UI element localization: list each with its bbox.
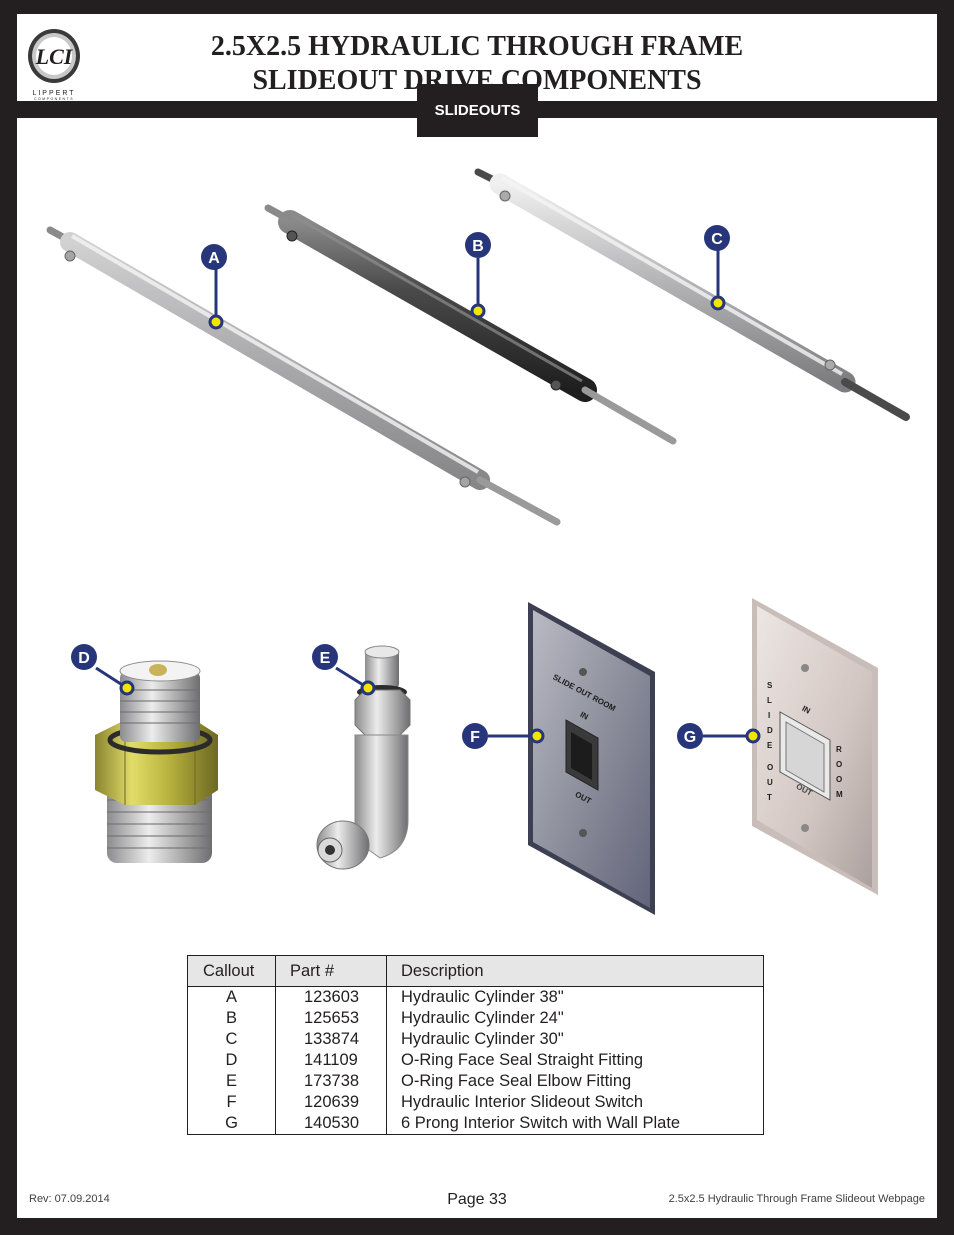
fitting-d — [95, 660, 218, 863]
cell-callout: F — [187, 1092, 276, 1113]
cell-part: 123603 — [275, 986, 387, 1008]
section-tab: SLIDEOUTS — [417, 84, 538, 137]
svg-text:COMPONENTS: COMPONENTS — [34, 97, 74, 100]
cell-callout: G — [187, 1113, 276, 1135]
document-name: 2.5x2.5 Hydraulic Through Frame Slideout… — [668, 1193, 925, 1205]
callout-g-label: G — [684, 729, 696, 746]
callout-b-label: B — [472, 238, 484, 255]
switch-g-letter: I — [768, 711, 770, 720]
switch-f: SLIDE OUT ROOM IN OUT — [528, 602, 655, 915]
header-part-number: Part # — [275, 955, 387, 987]
switch-g-letter: R — [836, 745, 842, 754]
svg-text:LIPPERT: LIPPERT — [32, 90, 75, 97]
cell-part: 120639 — [275, 1092, 387, 1113]
cell-description: Hydraulic Cylinder 24" — [386, 1008, 764, 1029]
callout-f-dot — [529, 728, 545, 744]
title-line-1: 2.5X2.5 HYDRAULIC THROUGH FRAME — [210, 31, 744, 62]
cell-callout: D — [187, 1050, 276, 1071]
callout-f-badge — [462, 723, 488, 749]
revision-date: Rev: 07.09.2014 — [29, 1193, 110, 1205]
callout-b-dot — [470, 303, 486, 319]
callout-f-label: F — [470, 729, 480, 746]
page-number: Page 33 — [447, 1191, 507, 1208]
cell-callout: E — [187, 1071, 276, 1092]
header-description: Description — [386, 955, 764, 987]
cell-part: 140530 — [275, 1113, 387, 1135]
cell-callout: A — [187, 986, 276, 1008]
cylinder-a — [46, 226, 561, 526]
callout-d-badge — [71, 644, 97, 670]
switch-g: IN OUT S L I D E O U T R O O M — [752, 598, 878, 895]
cell-description: O-Ring Face Seal Elbow Fitting — [386, 1071, 764, 1092]
header-bar: LCI LIPPERT COMPONENTS 2.5X2.5 HYDRAULIC… — [17, 14, 937, 101]
switch-g-letter: S — [767, 681, 773, 690]
cell-description: Hydraulic Interior Slideout Switch — [386, 1092, 764, 1113]
switch-g-letter: O — [836, 760, 842, 769]
switch-g-letter: E — [767, 741, 773, 750]
header-callout: Callout — [187, 955, 276, 987]
switch-g-letter: M — [836, 790, 843, 799]
switch-g-letter: U — [767, 778, 773, 787]
cell-description: O-Ring Face Seal Straight Fitting — [386, 1050, 764, 1071]
cylinder-b — [264, 204, 677, 445]
callout-a-dot — [208, 314, 224, 330]
callout-g-dot — [745, 728, 761, 744]
callout-b-badge — [465, 232, 491, 258]
switch-g-in: IN — [801, 704, 812, 716]
table-header-row: Callout Part # Description — [187, 955, 764, 987]
svg-text:LCI: LCI — [35, 44, 74, 69]
callout-a-label: A — [208, 250, 220, 267]
callout-e-dot — [360, 680, 376, 696]
cell-description: Hydraulic Cylinder 38" — [386, 986, 764, 1008]
callout-c-label: C — [711, 231, 723, 248]
cell-part: 133874 — [275, 1029, 387, 1050]
callout-c-dot — [710, 295, 726, 311]
cell-description: 6 Prong Interior Switch with Wall Plate — [386, 1113, 764, 1135]
switch-f-in: IN — [579, 710, 590, 722]
switch-g-letter: L — [767, 696, 772, 705]
callout-d-label: D — [78, 650, 90, 667]
switch-g-letter: T — [767, 793, 772, 802]
lippert-logo: LCI LIPPERT COMPONENTS — [28, 29, 80, 100]
cylinder-c — [474, 168, 910, 421]
switch-g-letter: O — [767, 763, 773, 772]
callout-d-dot — [119, 680, 135, 696]
cell-callout: C — [187, 1029, 276, 1050]
callout-e-badge — [312, 644, 338, 670]
callout-c-badge — [704, 225, 730, 251]
cell-callout: B — [187, 1008, 276, 1029]
callout-a-badge — [201, 244, 227, 270]
switch-g-letter: D — [767, 726, 773, 735]
cell-part: 173738 — [275, 1071, 387, 1092]
cell-description: Hydraulic Cylinder 30" — [386, 1029, 764, 1050]
callout-g-badge — [677, 723, 703, 749]
cell-part: 125653 — [275, 1008, 387, 1029]
cell-part: 141109 — [275, 1050, 387, 1071]
fitting-e — [316, 645, 411, 870]
switch-g-letter: O — [836, 775, 842, 784]
callout-e-label: E — [320, 650, 331, 667]
